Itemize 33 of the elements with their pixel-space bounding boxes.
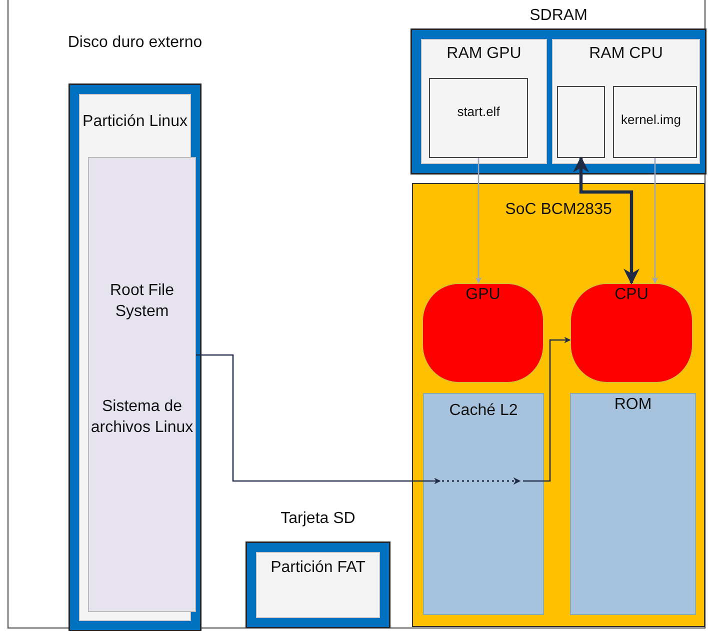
region-title: RAM CPU [588,44,664,64]
processor-label: CPU [614,285,650,305]
arrow [196,354,441,484]
processor-shape [570,283,693,383]
filesystem-panel [88,157,196,612]
file-box [429,78,528,158]
device-title: Disco duro externo [66,33,204,53]
filesystem-label: Sistema de archivos Linux [90,397,194,438]
arrow [652,158,658,284]
file-box [613,86,697,158]
empty-box [557,86,605,158]
memory-region [421,39,547,164]
arrow [475,158,482,284]
partition-panel [256,552,380,618]
partition-label: Partición Linux [82,112,188,132]
region-title: RAM GPU [446,44,522,64]
rom-block [570,393,696,615]
arrow [523,336,571,482]
processor-label: GPU [464,285,502,305]
filesystem-label: Root File System [108,281,176,322]
cache-block [423,393,544,615]
processor-shape [422,283,544,383]
memory-region [552,39,700,164]
arrow [573,156,640,285]
file-name: start.elf [456,104,501,121]
cache-label: Caché L2 [448,401,519,421]
partition-label: Partición FAT [270,558,366,578]
soc-title: SoC BCM2835 [504,200,613,220]
device-title: Tarjeta SD [280,509,356,529]
file-name: kernel.img [620,112,682,129]
soc-box [412,183,705,627]
memory-title: SDRAM [528,6,588,26]
rom-label: ROM [613,395,653,415]
